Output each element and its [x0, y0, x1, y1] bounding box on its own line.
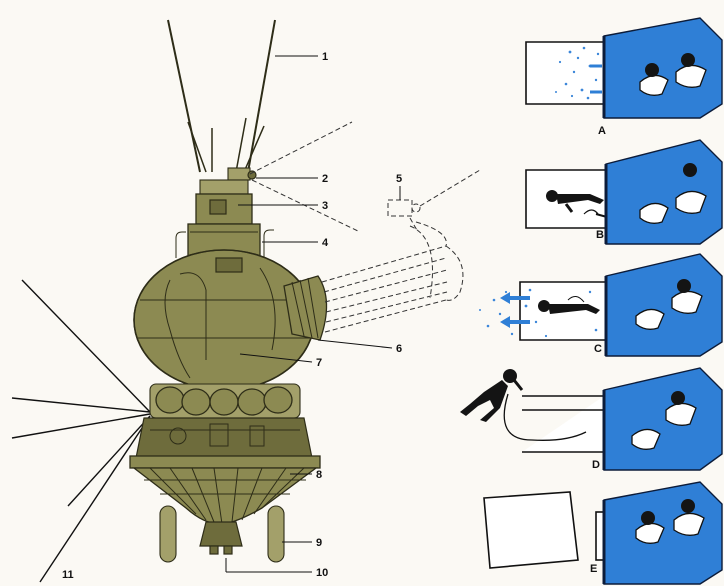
callout-6: 6 [396, 343, 402, 355]
panel-a: A [525, 17, 723, 137]
panel-d-letter: D [592, 459, 600, 471]
callout-11: 11 [62, 569, 74, 581]
panel-e-letter: E [590, 563, 597, 575]
callout-8: 8 [316, 469, 322, 481]
tank-ring [149, 383, 301, 419]
leader-lines [225, 55, 401, 573]
cosmonaut-in-airlock-c [538, 300, 600, 314]
callout-1: 1 [322, 51, 328, 63]
top-module [199, 179, 249, 195]
pod-left [159, 505, 177, 563]
spray-particles-a [555, 46, 600, 100]
callout-3: 3 [322, 200, 328, 212]
antennas [11, 19, 276, 583]
panel-c: C [479, 253, 723, 357]
callout-4: 4 [322, 237, 329, 249]
panel-c-letter: C [594, 343, 602, 355]
panel-a-letter: A [598, 125, 606, 137]
rim-ring [129, 455, 321, 469]
callout-9: 9 [316, 537, 322, 549]
callout-2: 2 [322, 173, 328, 185]
callout-5: 5 [396, 173, 402, 185]
pod-right [267, 505, 285, 563]
panel-d: D [460, 367, 723, 471]
spray-particles-c [479, 288, 598, 338]
spacecraft [11, 19, 328, 583]
spacewalking-cosmonaut-d [460, 369, 524, 422]
external-camera-dashed [249, 121, 481, 233]
retro-rocket [199, 521, 243, 547]
panel-b: B [525, 139, 723, 245]
cosmonaut-entering-b [546, 190, 604, 213]
panel-e: E [483, 481, 723, 585]
callout-7: 7 [316, 357, 322, 369]
callout-10: 10 [316, 567, 328, 579]
camera-block [227, 167, 251, 181]
panel-b-letter: B [596, 229, 604, 241]
airlock-extended-dashed [321, 221, 464, 333]
callout-labels: 1 2 3 4 5 6 7 8 9 10 11 [62, 51, 402, 581]
